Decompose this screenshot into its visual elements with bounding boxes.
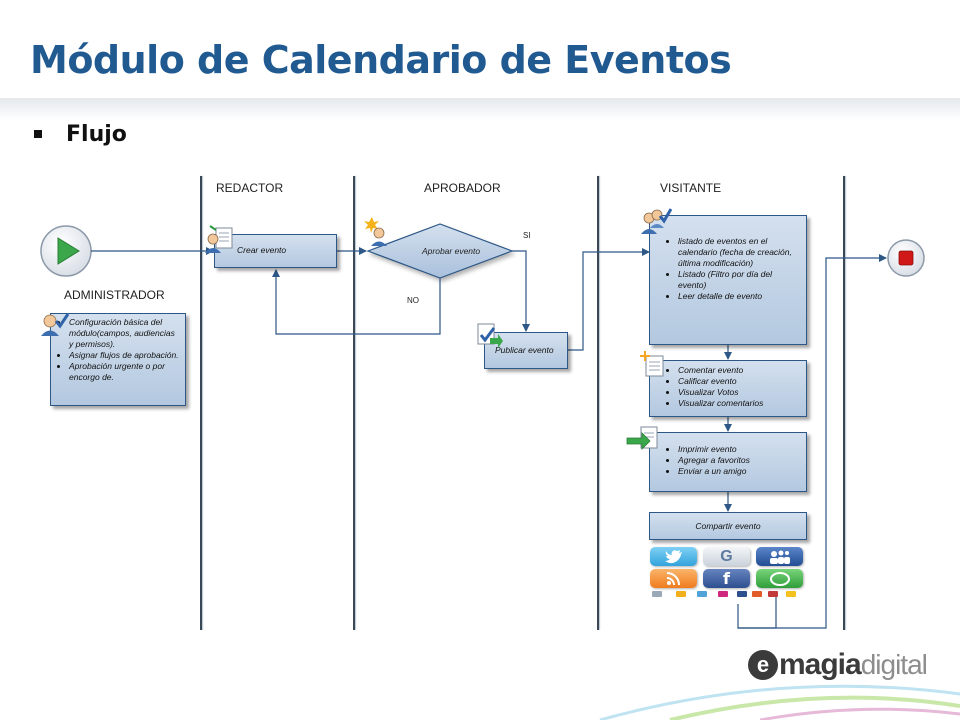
- start-event: [40, 225, 92, 277]
- list-item: listado de eventos en el calendario (fec…: [678, 236, 802, 269]
- brand-logo: e magia digital: [748, 648, 928, 682]
- compartir-evento-box: Compartir evento: [649, 512, 807, 540]
- list-item: Visualizar Votos: [678, 387, 802, 398]
- share-mini-icon[interactable]: [652, 591, 662, 597]
- redactor-document-icon: [205, 225, 233, 253]
- end-event: [887, 239, 925, 277]
- compartir-evento-label: Compartir evento: [695, 521, 761, 531]
- list-item: Asignar flujos de aprobación.: [69, 350, 181, 361]
- connector-si-publicar: [512, 250, 530, 332]
- visitante-users-icon: [641, 208, 672, 234]
- list-item: Enviar a un amigo: [678, 466, 802, 477]
- lane-divider-4: [843, 176, 845, 630]
- list-item: Agregar a favoritos: [678, 455, 802, 466]
- list-item: Imprimir evento: [678, 444, 802, 455]
- slide-title: Módulo de Calendario de Eventos: [30, 38, 732, 82]
- lane-divider-1: [200, 176, 202, 630]
- visitante-comentar-box: Comentar evento Calificar evento Visuali…: [649, 360, 807, 417]
- lane-label-redactor: REDACTOR: [216, 181, 284, 195]
- bullet-marker: [34, 130, 42, 138]
- visitante-imprimir-box: Imprimir evento Agregar a favoritos Envi…: [649, 432, 807, 492]
- lane-label-visitante: VISITANTE: [660, 181, 722, 195]
- yes-label: SI: [523, 231, 531, 240]
- myspace-icon[interactable]: [756, 547, 803, 566]
- google-icon[interactable]: G: [703, 547, 750, 566]
- share-mini-icon[interactable]: [697, 591, 707, 597]
- list-item: Comentar evento: [678, 365, 802, 376]
- lane-divider-3: [597, 176, 599, 630]
- lane-label-aprobador: APROBADOR: [424, 181, 501, 195]
- brand-name-bold: magia: [779, 648, 862, 681]
- messenger-icon[interactable]: [756, 569, 803, 588]
- share-mini-icon[interactable]: [768, 591, 778, 597]
- comment-document-icon: [640, 351, 664, 377]
- list-item: Calificar evento: [678, 376, 802, 387]
- brand-logo-icon: e: [748, 650, 778, 680]
- share-mini-icon[interactable]: [752, 591, 762, 597]
- facebook-icon[interactable]: f: [703, 569, 750, 588]
- share-mini-icon[interactable]: [718, 591, 728, 597]
- twitter-icon[interactable]: [650, 547, 697, 566]
- publicar-evento-label: Publicar evento: [495, 345, 554, 355]
- title-band: [0, 98, 960, 120]
- list-item: Configuración básica del módulo(campos, …: [69, 317, 181, 350]
- list-item: Visualizar comentarios: [678, 398, 802, 409]
- visitante-listado-box: listado de eventos en el calendario (fec…: [649, 215, 807, 345]
- connector-no-crear: [272, 269, 441, 335]
- list-item: Aprobación urgente o por encorgo de.: [69, 361, 181, 383]
- rss-icon[interactable]: [650, 569, 697, 588]
- no-label: NO: [407, 296, 419, 305]
- decision-label: Aprobar evento: [422, 246, 481, 256]
- share-mini-icon[interactable]: [676, 591, 686, 597]
- connector-compartir-end: [737, 597, 777, 629]
- print-document-icon: [626, 426, 658, 450]
- publicar-document-icon: [477, 323, 503, 348]
- aprobador-user-icon: [364, 217, 387, 246]
- lane-divider-2: [353, 176, 355, 630]
- connector-to-end: [738, 254, 887, 629]
- decorative-swoosh: [599, 684, 960, 720]
- crear-evento-box: Crear evento: [214, 234, 337, 268]
- actor-label-admin: ADMINISTRADOR: [64, 288, 165, 302]
- list-item: Listado (Filtro por día del evento): [678, 269, 802, 291]
- admin-config-box: Configuración básica del módulo(campos, …: [50, 313, 186, 406]
- list-item: Leer detalle de evento: [678, 291, 802, 302]
- slide-subtitle: Flujo: [66, 122, 127, 147]
- brand-name-light: digital: [860, 649, 928, 680]
- crear-evento-label: Crear evento: [237, 245, 287, 255]
- share-mini-icon[interactable]: [737, 591, 747, 597]
- connector-publicar-visitante: [568, 248, 650, 351]
- share-mini-icon[interactable]: [786, 591, 796, 597]
- admin-user-icon: [41, 313, 70, 336]
